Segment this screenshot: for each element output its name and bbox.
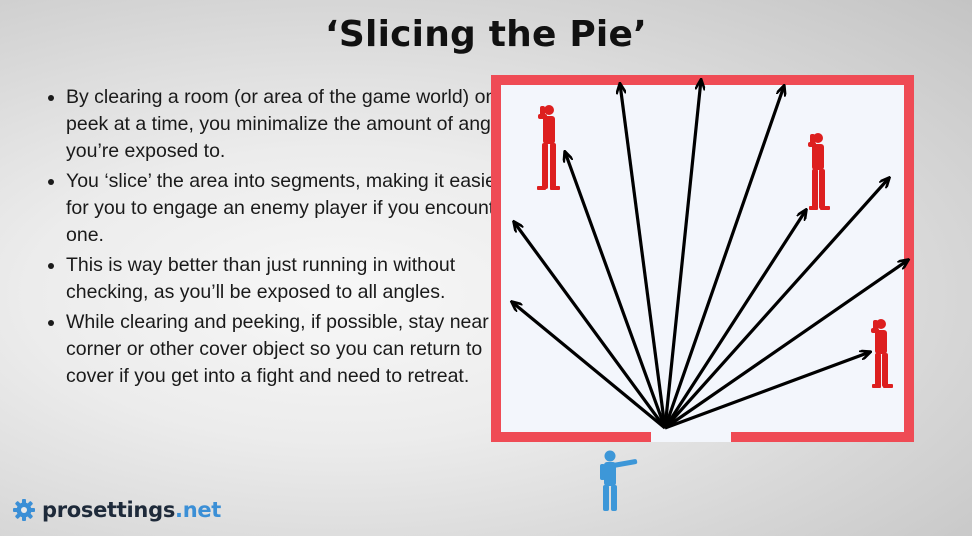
logo-name: prosettings bbox=[42, 498, 176, 522]
slice-arrow bbox=[514, 222, 667, 429]
player-figure bbox=[600, 450, 638, 511]
logo-text: prosettings.net bbox=[42, 498, 221, 522]
doorway bbox=[651, 432, 731, 442]
brand-logo[interactable]: prosettings.net bbox=[12, 498, 221, 522]
slice-arrow bbox=[663, 210, 806, 429]
enemy-figure bbox=[537, 105, 560, 190]
bullet-item: You ‘slice’ the area into segments, maki… bbox=[66, 168, 516, 249]
slice-arrows bbox=[512, 80, 908, 430]
slice-arrow bbox=[664, 260, 908, 430]
enemy-figure bbox=[808, 133, 830, 210]
gear-icon bbox=[13, 499, 35, 521]
room-floor bbox=[496, 80, 912, 436]
slice-arrow bbox=[664, 352, 870, 430]
bullet-item: By clearing a room (or area of the game … bbox=[66, 84, 516, 165]
slice-arrow bbox=[663, 86, 784, 429]
bullet-item: This is way better than just running in … bbox=[66, 252, 516, 306]
bullet-item: While clearing and peeking, if possible,… bbox=[66, 309, 516, 390]
logo-tld: .net bbox=[175, 498, 222, 522]
slice-arrow bbox=[512, 302, 667, 430]
page-title: ‘Slicing the Pie’ bbox=[325, 14, 647, 55]
bullet-list: By clearing a room (or area of the game … bbox=[38, 84, 516, 393]
slice-arrow bbox=[620, 84, 667, 429]
enemy-figure bbox=[871, 319, 893, 388]
slice-arrow bbox=[565, 152, 667, 429]
slice-arrow bbox=[663, 178, 889, 430]
slice-arrow bbox=[663, 80, 701, 429]
room-diagram bbox=[491, 75, 914, 511]
